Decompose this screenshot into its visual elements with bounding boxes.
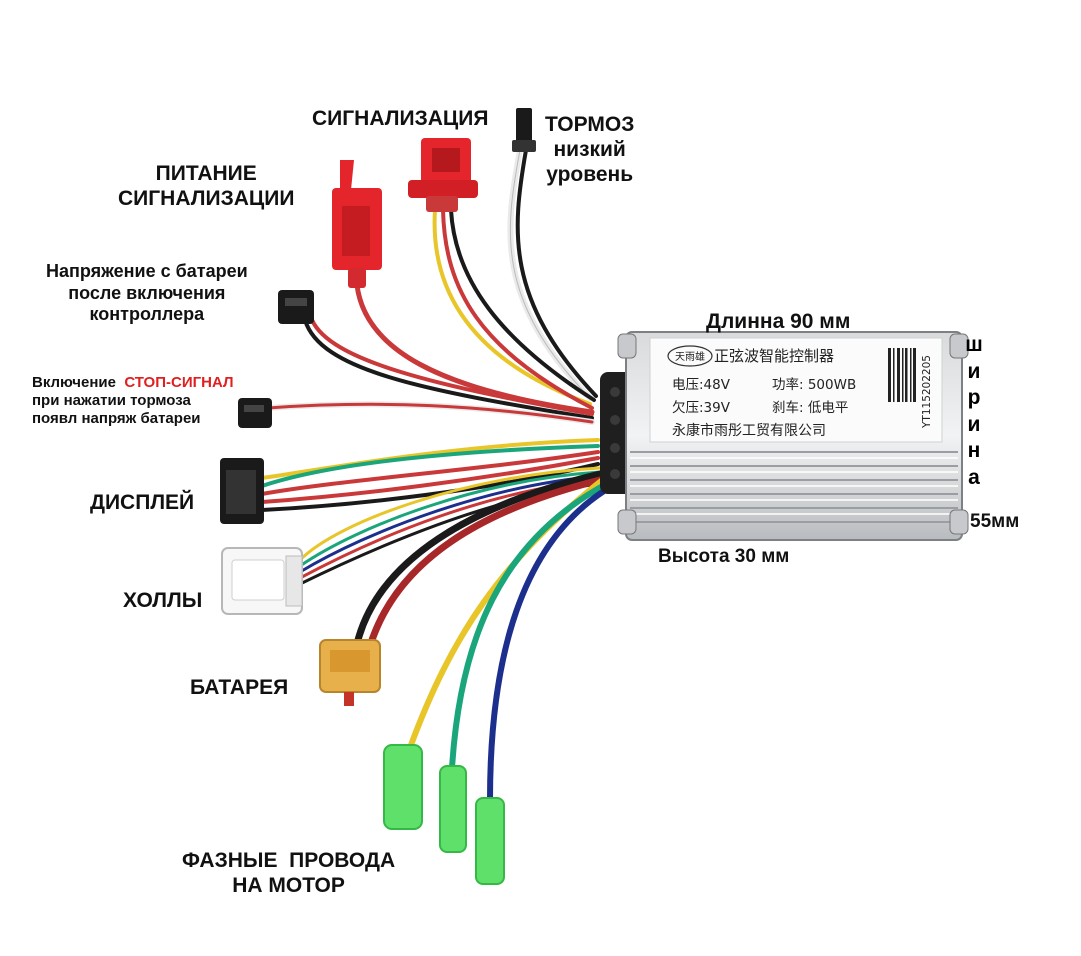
battery-wire-red xyxy=(368,476,604,644)
width-letter: а xyxy=(968,465,980,489)
label-alarm-power-line2: СИГНАЛИЗАЦИИ xyxy=(118,187,295,211)
width-letter: и xyxy=(967,412,981,436)
label-brake-light-line3: появл напряж батареи xyxy=(32,410,201,427)
width-letter: н xyxy=(967,439,981,462)
controller-body xyxy=(600,331,969,541)
plate-maker: 永康市雨彤工贸有限公司 xyxy=(672,422,826,439)
display-wire-red2 xyxy=(260,456,600,504)
alarm-connector xyxy=(408,138,478,212)
plate-serial: YT115202205 xyxy=(921,355,933,429)
width-letter: ш xyxy=(965,333,983,356)
alarm-wire-red xyxy=(441,208,594,410)
display-connector xyxy=(220,458,264,524)
battery-on-connector xyxy=(278,290,314,324)
hall-wire-blue xyxy=(298,474,602,574)
phase-wire-blue xyxy=(487,483,615,803)
phase-wire-green xyxy=(449,479,613,771)
phase-tip-yellow xyxy=(383,744,423,830)
plate-title: 正弦波智能控制器 xyxy=(714,347,834,365)
plate-power: 功率: 500WB xyxy=(772,376,856,393)
plate-undervoltage: 欠压:39V xyxy=(672,400,731,416)
width-letter: и xyxy=(967,359,981,383)
label-brake-light: Включение СТОП-СИГНАЛ при нажатии тормоз… xyxy=(32,374,234,428)
phase-tip-blue xyxy=(475,797,505,885)
label-phase-line2: НА МОТОР xyxy=(232,874,345,898)
phase-wire-yellow xyxy=(408,475,608,748)
label-battery-voltage-line2: после включения xyxy=(68,282,226,303)
label-height: Высота 30 мм xyxy=(658,546,790,567)
phase-tip-green xyxy=(439,765,467,853)
alarm-wire-black xyxy=(449,208,596,402)
display-wire-green xyxy=(260,444,600,488)
alarm-wire-yellow xyxy=(432,208,592,406)
label-battery-voltage: Напряжение с батареи после включения кон… xyxy=(46,261,248,326)
label-battery: БАТАРЕЯ xyxy=(190,676,289,699)
label-halls: ХОЛЛЫ xyxy=(123,589,203,612)
wires xyxy=(260,147,615,803)
label-display: ДИСПЛЕЙ xyxy=(90,491,195,514)
label-brake-title: ТОРМОЗ xyxy=(545,113,635,136)
hall-wire-yellow xyxy=(298,466,602,562)
label-brake-light-line2: при нажатии тормоза xyxy=(32,392,191,409)
hall-wire-green xyxy=(298,470,602,568)
label-battery-voltage-line3: контроллера xyxy=(89,304,205,325)
label-brake-light-prefix: Включение xyxy=(32,374,116,391)
label-brake-sub1: низкий xyxy=(553,138,626,162)
label-brake-light-highlight: СТОП-СИГНАЛ xyxy=(124,374,234,391)
barcode xyxy=(888,348,916,402)
width-letter: р xyxy=(967,386,981,409)
label-width-value: 55мм xyxy=(970,511,1020,532)
label-length: Длинна 90 мм xyxy=(706,310,851,333)
display-wire-red1 xyxy=(260,450,600,496)
brake-wire-black xyxy=(515,148,598,398)
label-battery-voltage-line1: Напряжение с батареи xyxy=(46,261,248,281)
plate-voltage: 电压:48V xyxy=(672,377,731,393)
label-phase-wires: ФАЗНЫЕ ПРОВОДА НА МОТОР xyxy=(182,848,395,898)
label-brake-sub2: уровень xyxy=(546,163,634,187)
battery-wire-black xyxy=(354,470,604,644)
label-phase-line1: ФАЗНЫЕ ПРОВОДА xyxy=(182,849,396,872)
brake-light-connector xyxy=(238,398,272,428)
label-brake: ТОРМОЗ низкий уровень xyxy=(545,112,634,188)
battery-connector xyxy=(319,639,381,706)
label-alarm-power-line1: ПИТАНИЕ xyxy=(155,162,257,185)
battery-on-wire-red xyxy=(310,318,594,416)
alarm-power-connector xyxy=(332,160,382,288)
battery-on-wire-black xyxy=(303,318,594,420)
label-alarm: СИГНАЛИЗАЦИЯ xyxy=(312,107,489,130)
label-alarm-power: ПИТАНИЕ СИГНАЛИЗАЦИИ xyxy=(118,161,294,211)
plate-brake: 刹车: 低电平 xyxy=(772,399,848,416)
plate-brand: 天雨雄 xyxy=(675,350,705,363)
label-width-vertical: ш и р и н а xyxy=(962,332,986,491)
brake-connector xyxy=(512,108,536,152)
hall-connector xyxy=(221,547,303,615)
display-wire-black xyxy=(260,462,600,512)
phase-connectors xyxy=(383,744,505,885)
